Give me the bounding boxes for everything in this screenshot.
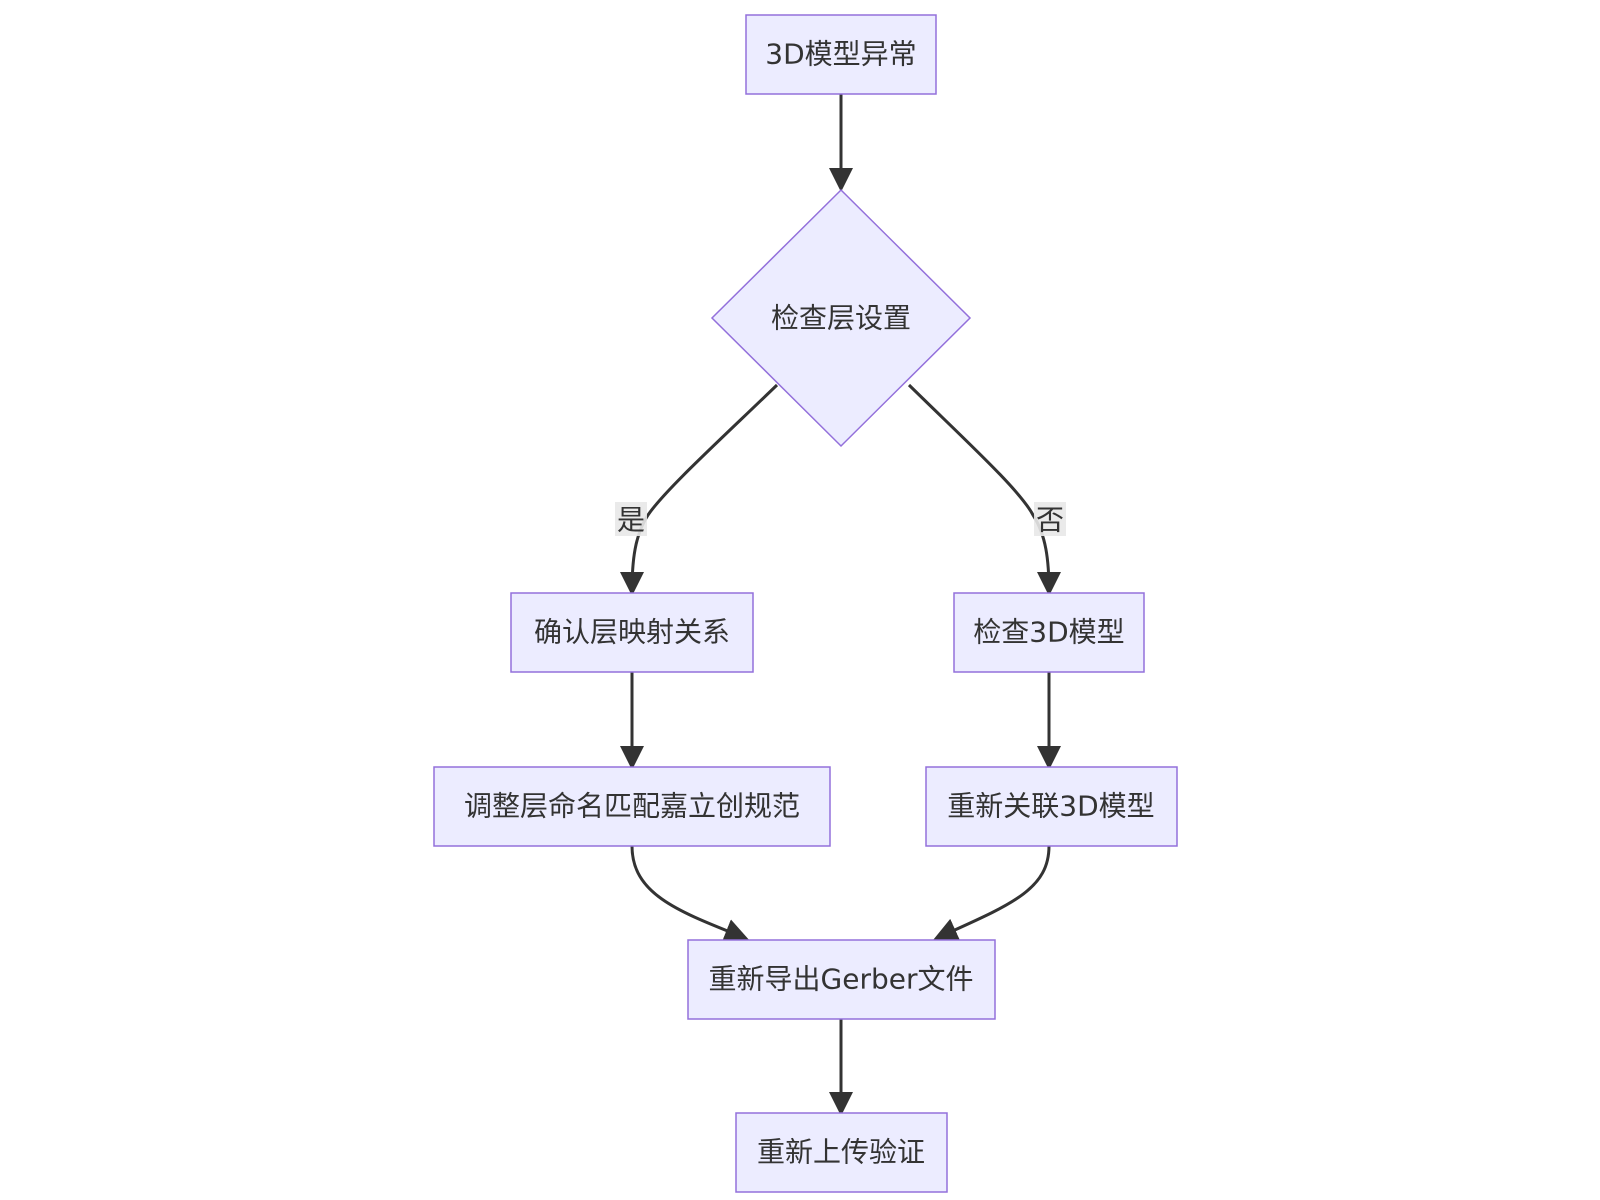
node-reupload-verify[interactable]: 重新上传验证 (735, 1112, 948, 1193)
svg-text:重新导出Gerber文件: 重新导出Gerber文件 (709, 963, 974, 996)
edge-adjust-to-reexport (630, 845, 749, 942)
edge-check-to-confirm (620, 383, 779, 596)
svg-text:检查层设置: 检查层设置 (771, 302, 911, 335)
svg-text:确认层映射关系: 确认层映射关系 (534, 616, 730, 649)
edge-check-to-model (907, 383, 1061, 596)
svg-text:重新关联3D模型: 重新关联3D模型 (947, 790, 1154, 823)
node-start[interactable]: 3D模型异常 (745, 14, 937, 95)
svg-text:3D模型异常: 3D模型异常 (765, 38, 916, 71)
svg-text:检查3D模型: 检查3D模型 (973, 616, 1124, 649)
svg-text:否: 否 (1036, 504, 1064, 537)
edge-relink-to-reexport (933, 845, 1051, 941)
node-check-3d-model[interactable]: 检查3D模型 (953, 592, 1145, 673)
node-relink-3d-model[interactable]: 重新关联3D模型 (925, 766, 1178, 847)
edge-label-yes: 是 (615, 502, 647, 537)
node-reexport-gerber[interactable]: 重新导出Gerber文件 (687, 939, 996, 1020)
svg-text:是: 是 (617, 504, 645, 537)
node-check-layer-decision[interactable]: 检查层设置 (710, 188, 972, 448)
node-confirm-layer-mapping[interactable]: 确认层映射关系 (510, 592, 754, 673)
edge-label-no: 否 (1034, 502, 1066, 537)
svg-text:调整层命名匹配嘉立创规范: 调整层命名匹配嘉立创规范 (464, 790, 800, 823)
node-adjust-layer-naming[interactable]: 调整层命名匹配嘉立创规范 (433, 766, 831, 847)
svg-text:重新上传验证: 重新上传验证 (757, 1136, 925, 1169)
